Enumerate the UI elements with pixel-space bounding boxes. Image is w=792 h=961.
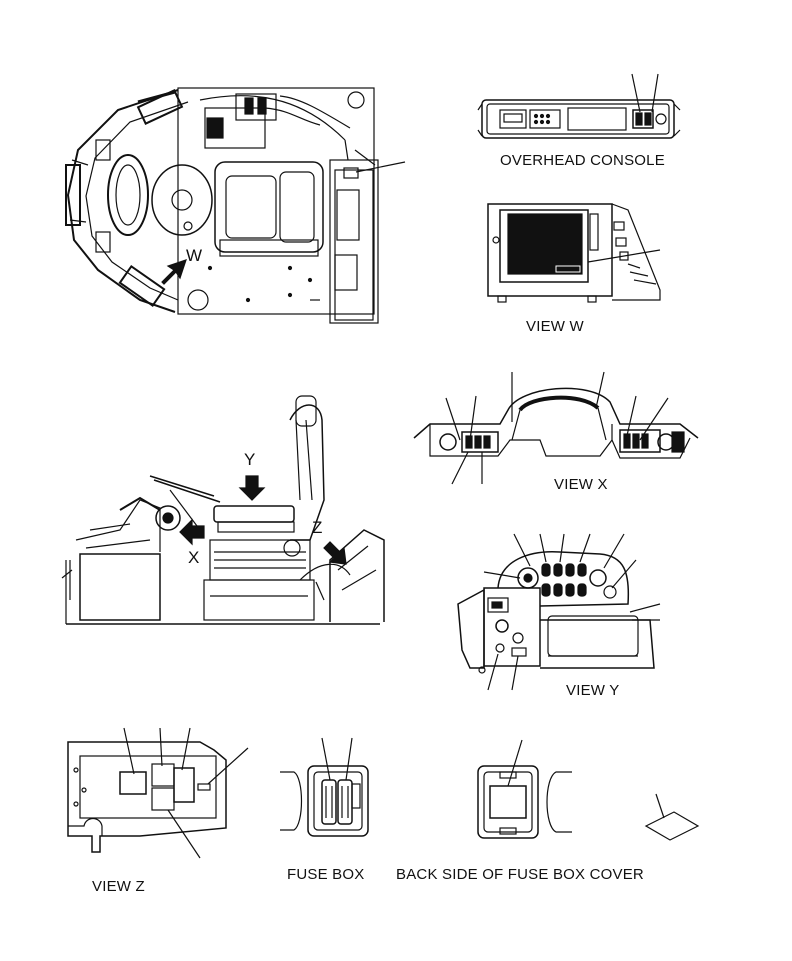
cab-side-view: [61, 395, 385, 625]
label-plate-drawing: [644, 793, 700, 841]
label-view-x: VIEW X: [554, 476, 608, 493]
label-view-z: VIEW Z: [92, 878, 145, 895]
view-y-drawing: [457, 533, 661, 691]
arrow-label-z: Z: [312, 518, 323, 537]
view-w-drawing: [487, 203, 661, 303]
view-x-drawing: [413, 371, 699, 485]
view-z-drawing: [67, 727, 249, 859]
fuse-box-drawing: [280, 737, 369, 837]
arrow-label-w: W: [186, 246, 203, 265]
fuse-box-cover-drawing: [477, 739, 572, 839]
arrow-label-x: X: [188, 548, 200, 567]
arrow-label-y: Y: [244, 450, 256, 469]
overhead-console: [477, 73, 681, 139]
label-overhead-console: OVERHEAD CONSOLE: [500, 152, 665, 169]
label-fuse-box: FUSE BOX: [287, 866, 365, 883]
label-view-w: VIEW W: [526, 318, 584, 335]
label-view-y: VIEW Y: [566, 682, 620, 699]
cab-top-view: [65, 87, 406, 324]
label-fuse-box-cover: BACK SIDE OF FUSE BOX COVER: [396, 866, 644, 883]
